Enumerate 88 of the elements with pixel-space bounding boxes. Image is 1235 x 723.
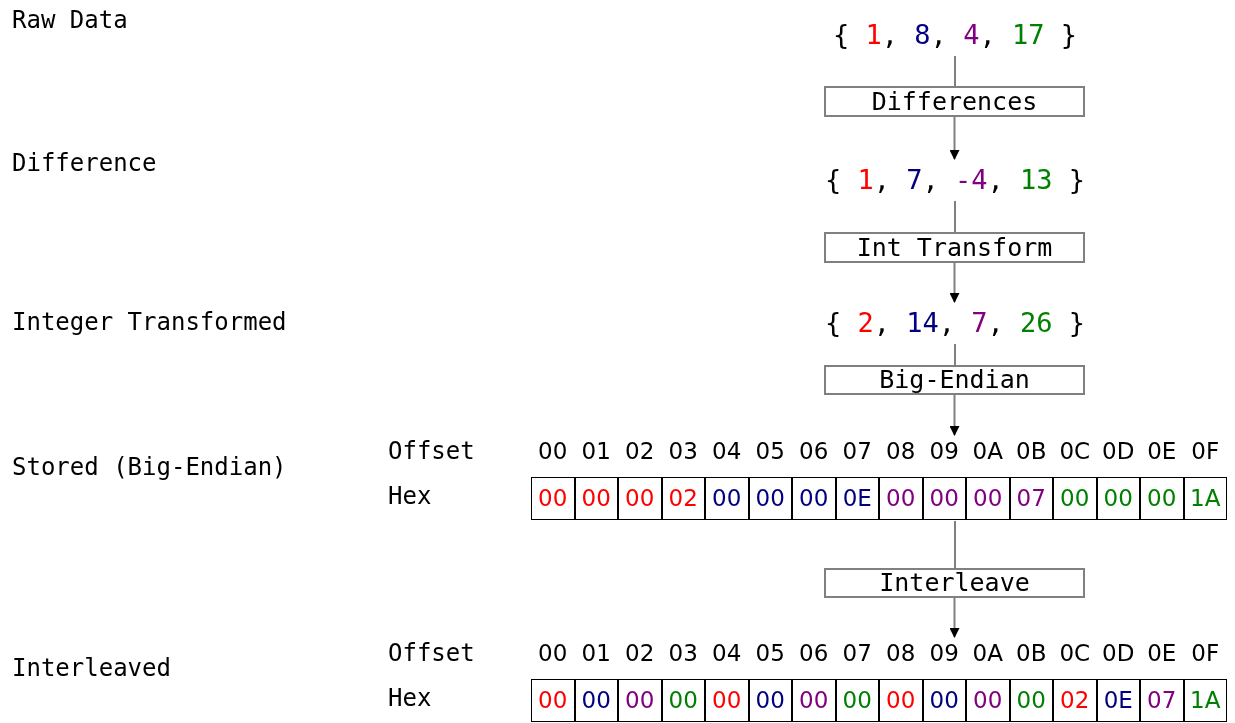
hex-cell: 00 (835, 679, 879, 722)
hex-cell: 00 (966, 477, 1010, 520)
hex-cell: 00 (531, 679, 575, 722)
column-header: 0D (1101, 438, 1136, 464)
hex-cell: 00 (922, 477, 966, 520)
column-header: 00 (537, 438, 569, 464)
operation-box: Big-Endian (824, 365, 1085, 395)
column-header: 07 (841, 438, 873, 464)
connector-line (954, 343, 956, 366)
number-set: { 2, 14, 7, 26 } (755, 302, 1155, 344)
row-header: Offset (388, 639, 475, 667)
column-header: 03 (667, 640, 699, 666)
hex-cell: 02 (1053, 679, 1097, 722)
column-header: 01 (580, 640, 612, 666)
stage-label: Stored (Big-Endian) (12, 453, 287, 481)
hex-cell: 00 (618, 679, 662, 722)
column-header: 05 (754, 640, 786, 666)
hex-cell: 00 (748, 679, 792, 722)
column-header: 08 (885, 640, 917, 666)
stage-label: Raw Data (12, 6, 128, 34)
hex-cell: 00 (531, 477, 575, 520)
column-header: 0A (971, 640, 1004, 666)
stage-label: Integer Transformed (12, 308, 287, 336)
number-set: { 1, 7, -4, 13 } (755, 159, 1155, 201)
number-set: { 1, 8, 4, 17 } (755, 14, 1155, 56)
column-header: 0A (971, 438, 1004, 464)
column-header: 00 (537, 640, 569, 666)
arrow (949, 597, 960, 638)
column-header: 04 (711, 438, 743, 464)
hex-cell: 00 (705, 679, 749, 722)
hex-cell: 00 (661, 679, 705, 722)
hex-cell: 00 (1053, 477, 1097, 520)
hex-cell: 00 (574, 679, 618, 722)
column-header: 05 (754, 438, 786, 464)
column-header: 0B (1015, 640, 1048, 666)
column-header: 07 (841, 640, 873, 666)
column-header: 0E (1146, 640, 1178, 666)
hex-cell: 07 (1009, 477, 1053, 520)
column-header: 0E (1146, 438, 1178, 464)
connector-line (954, 520, 956, 569)
row-header: Hex (388, 482, 432, 510)
hex-cell: 00 (1140, 477, 1184, 520)
row-header: Hex (388, 684, 432, 712)
hex-cell: 1A (1183, 477, 1227, 520)
hex-cell: 00 (922, 679, 966, 722)
column-header: 0B (1015, 438, 1048, 464)
hex-cell: 00 (705, 477, 749, 520)
arrow (949, 262, 960, 303)
hex-cell: 00 (792, 477, 836, 520)
hex-cell: 00 (879, 679, 923, 722)
column-header: 02 (624, 438, 656, 464)
stage-label: Interleaved (12, 654, 171, 682)
column-header: 06 (798, 438, 830, 464)
column-header: 09 (928, 438, 960, 464)
row-header: Offset (388, 437, 475, 465)
hex-cell: 00 (879, 477, 923, 520)
column-header: 0F (1190, 438, 1221, 464)
arrow (949, 116, 960, 160)
column-header: 02 (624, 640, 656, 666)
column-header: 09 (928, 640, 960, 666)
hex-cell: 00 (792, 679, 836, 722)
hex-cell: 0E (835, 477, 879, 520)
column-header: 0C (1058, 438, 1092, 464)
hex-cell: 00 (748, 477, 792, 520)
column-header: 01 (580, 438, 612, 464)
stage-label: Difference (12, 149, 157, 177)
operation-box: Differences (824, 86, 1085, 117)
column-header: 04 (711, 640, 743, 666)
hex-cell: 02 (661, 477, 705, 520)
column-header: 03 (667, 438, 699, 464)
column-header: 0D (1101, 640, 1136, 666)
hex-cell: 00 (574, 477, 618, 520)
arrow (949, 394, 960, 436)
column-header: 06 (798, 640, 830, 666)
hex-cell: 0E (1096, 679, 1140, 722)
column-header: 08 (885, 438, 917, 464)
column-header: 0F (1190, 640, 1221, 666)
connector-line (954, 55, 956, 87)
connector-line (954, 200, 956, 233)
hex-cell: 1A (1183, 679, 1227, 722)
hex-cell: 00 (618, 477, 662, 520)
column-header: 0C (1058, 640, 1092, 666)
operation-box: Int Transform (824, 232, 1085, 263)
hex-cell: 07 (1140, 679, 1184, 722)
hex-cell: 00 (1009, 679, 1053, 722)
operation-box: Interleave (824, 568, 1085, 598)
hex-cell: 00 (1096, 477, 1140, 520)
hex-cell: 00 (966, 679, 1010, 722)
